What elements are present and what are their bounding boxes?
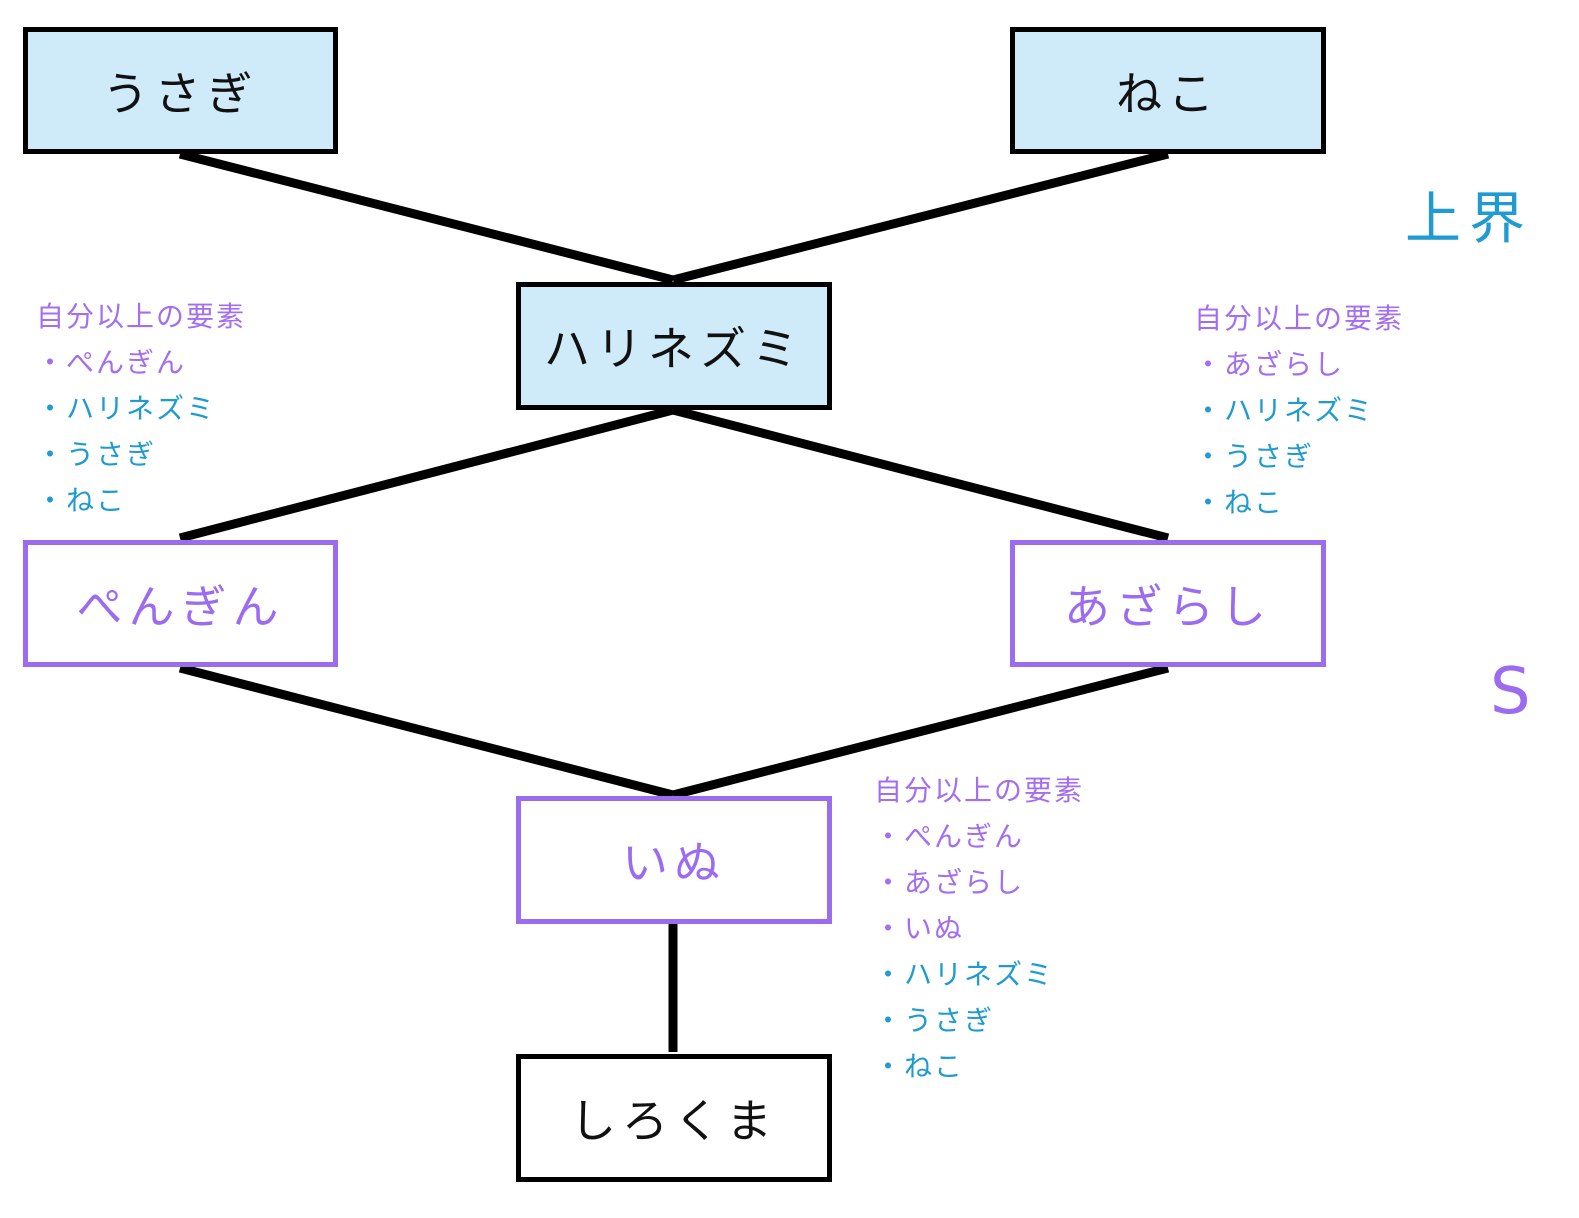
node-pengin: ぺんぎん — [23, 540, 338, 667]
edge-inu-pengin — [178, 663, 675, 800]
annotation-item: ・ねこ — [1194, 486, 1285, 519]
node-usagi: うさぎ — [23, 27, 338, 154]
edge-harinezumi-usagi — [178, 149, 675, 285]
node-usagi-label: うさぎ — [102, 66, 259, 121]
annotation-item: ・ハリネズミ — [874, 958, 1055, 991]
node-inu: いぬ — [516, 796, 832, 924]
node-neko-label: ねこ — [1116, 66, 1220, 121]
node-harinezumi-label: ハリネズミ — [544, 322, 804, 376]
annotation-item: ・ハリネズミ — [36, 392, 217, 425]
annotation-heading: 自分以上の要素 — [874, 774, 1085, 807]
annotation-item: ・ねこ — [874, 1050, 965, 1083]
edge-harinezumi-neko — [671, 149, 1170, 285]
annotation-item: ・うさぎ — [36, 438, 157, 471]
annotation-item: ・いぬ — [874, 912, 965, 945]
annotation-heading: 自分以上の要素 — [1194, 302, 1405, 335]
edge-pengin-harinezumi — [178, 405, 675, 543]
node-inu-label: いぬ — [622, 836, 726, 890]
annotation-item: ・ねこ — [36, 484, 127, 517]
annotation-item: ・ぺんぎん — [36, 346, 187, 379]
upper-bound-label: 上界 — [1405, 187, 1533, 252]
annotation-item: ・ハリネズミ — [1194, 394, 1375, 427]
edge-inu-azarashi — [671, 663, 1170, 800]
set-s-label: S — [1490, 655, 1531, 729]
annotation-heading: 自分以上の要素 — [36, 300, 247, 333]
node-azarashi: あざらし — [1010, 540, 1326, 667]
annotation-inu: 自分以上の要素 ・ぺんぎん ・あざらし ・いぬ ・ハリネズミ ・うさぎ ・ねこ — [874, 768, 1084, 1090]
edge-azarashi-harinezumi — [671, 405, 1170, 543]
annotation-item: ・あざらし — [874, 866, 1025, 899]
node-shirokuma: しろくま — [516, 1054, 832, 1182]
annotation-azarashi: 自分以上の要素 ・あざらし ・ハリネズミ ・うさぎ ・ねこ — [1194, 296, 1404, 526]
annotation-pengin: 自分以上の要素 ・ぺんぎん ・ハリネズミ ・うさぎ ・ねこ — [36, 294, 246, 524]
node-pengin-label: ぺんぎん — [76, 579, 285, 634]
node-neko: ねこ — [1010, 27, 1326, 154]
annotation-item: ・うさぎ — [874, 1004, 995, 1037]
annotation-item: ・ぺんぎん — [874, 820, 1025, 853]
node-shirokuma-label: しろくま — [570, 1094, 778, 1148]
annotation-item: ・うさぎ — [1194, 440, 1315, 473]
node-azarashi-label: あざらし — [1064, 579, 1272, 634]
annotation-item: ・あざらし — [1194, 348, 1345, 381]
node-harinezumi: ハリネズミ — [516, 282, 832, 410]
